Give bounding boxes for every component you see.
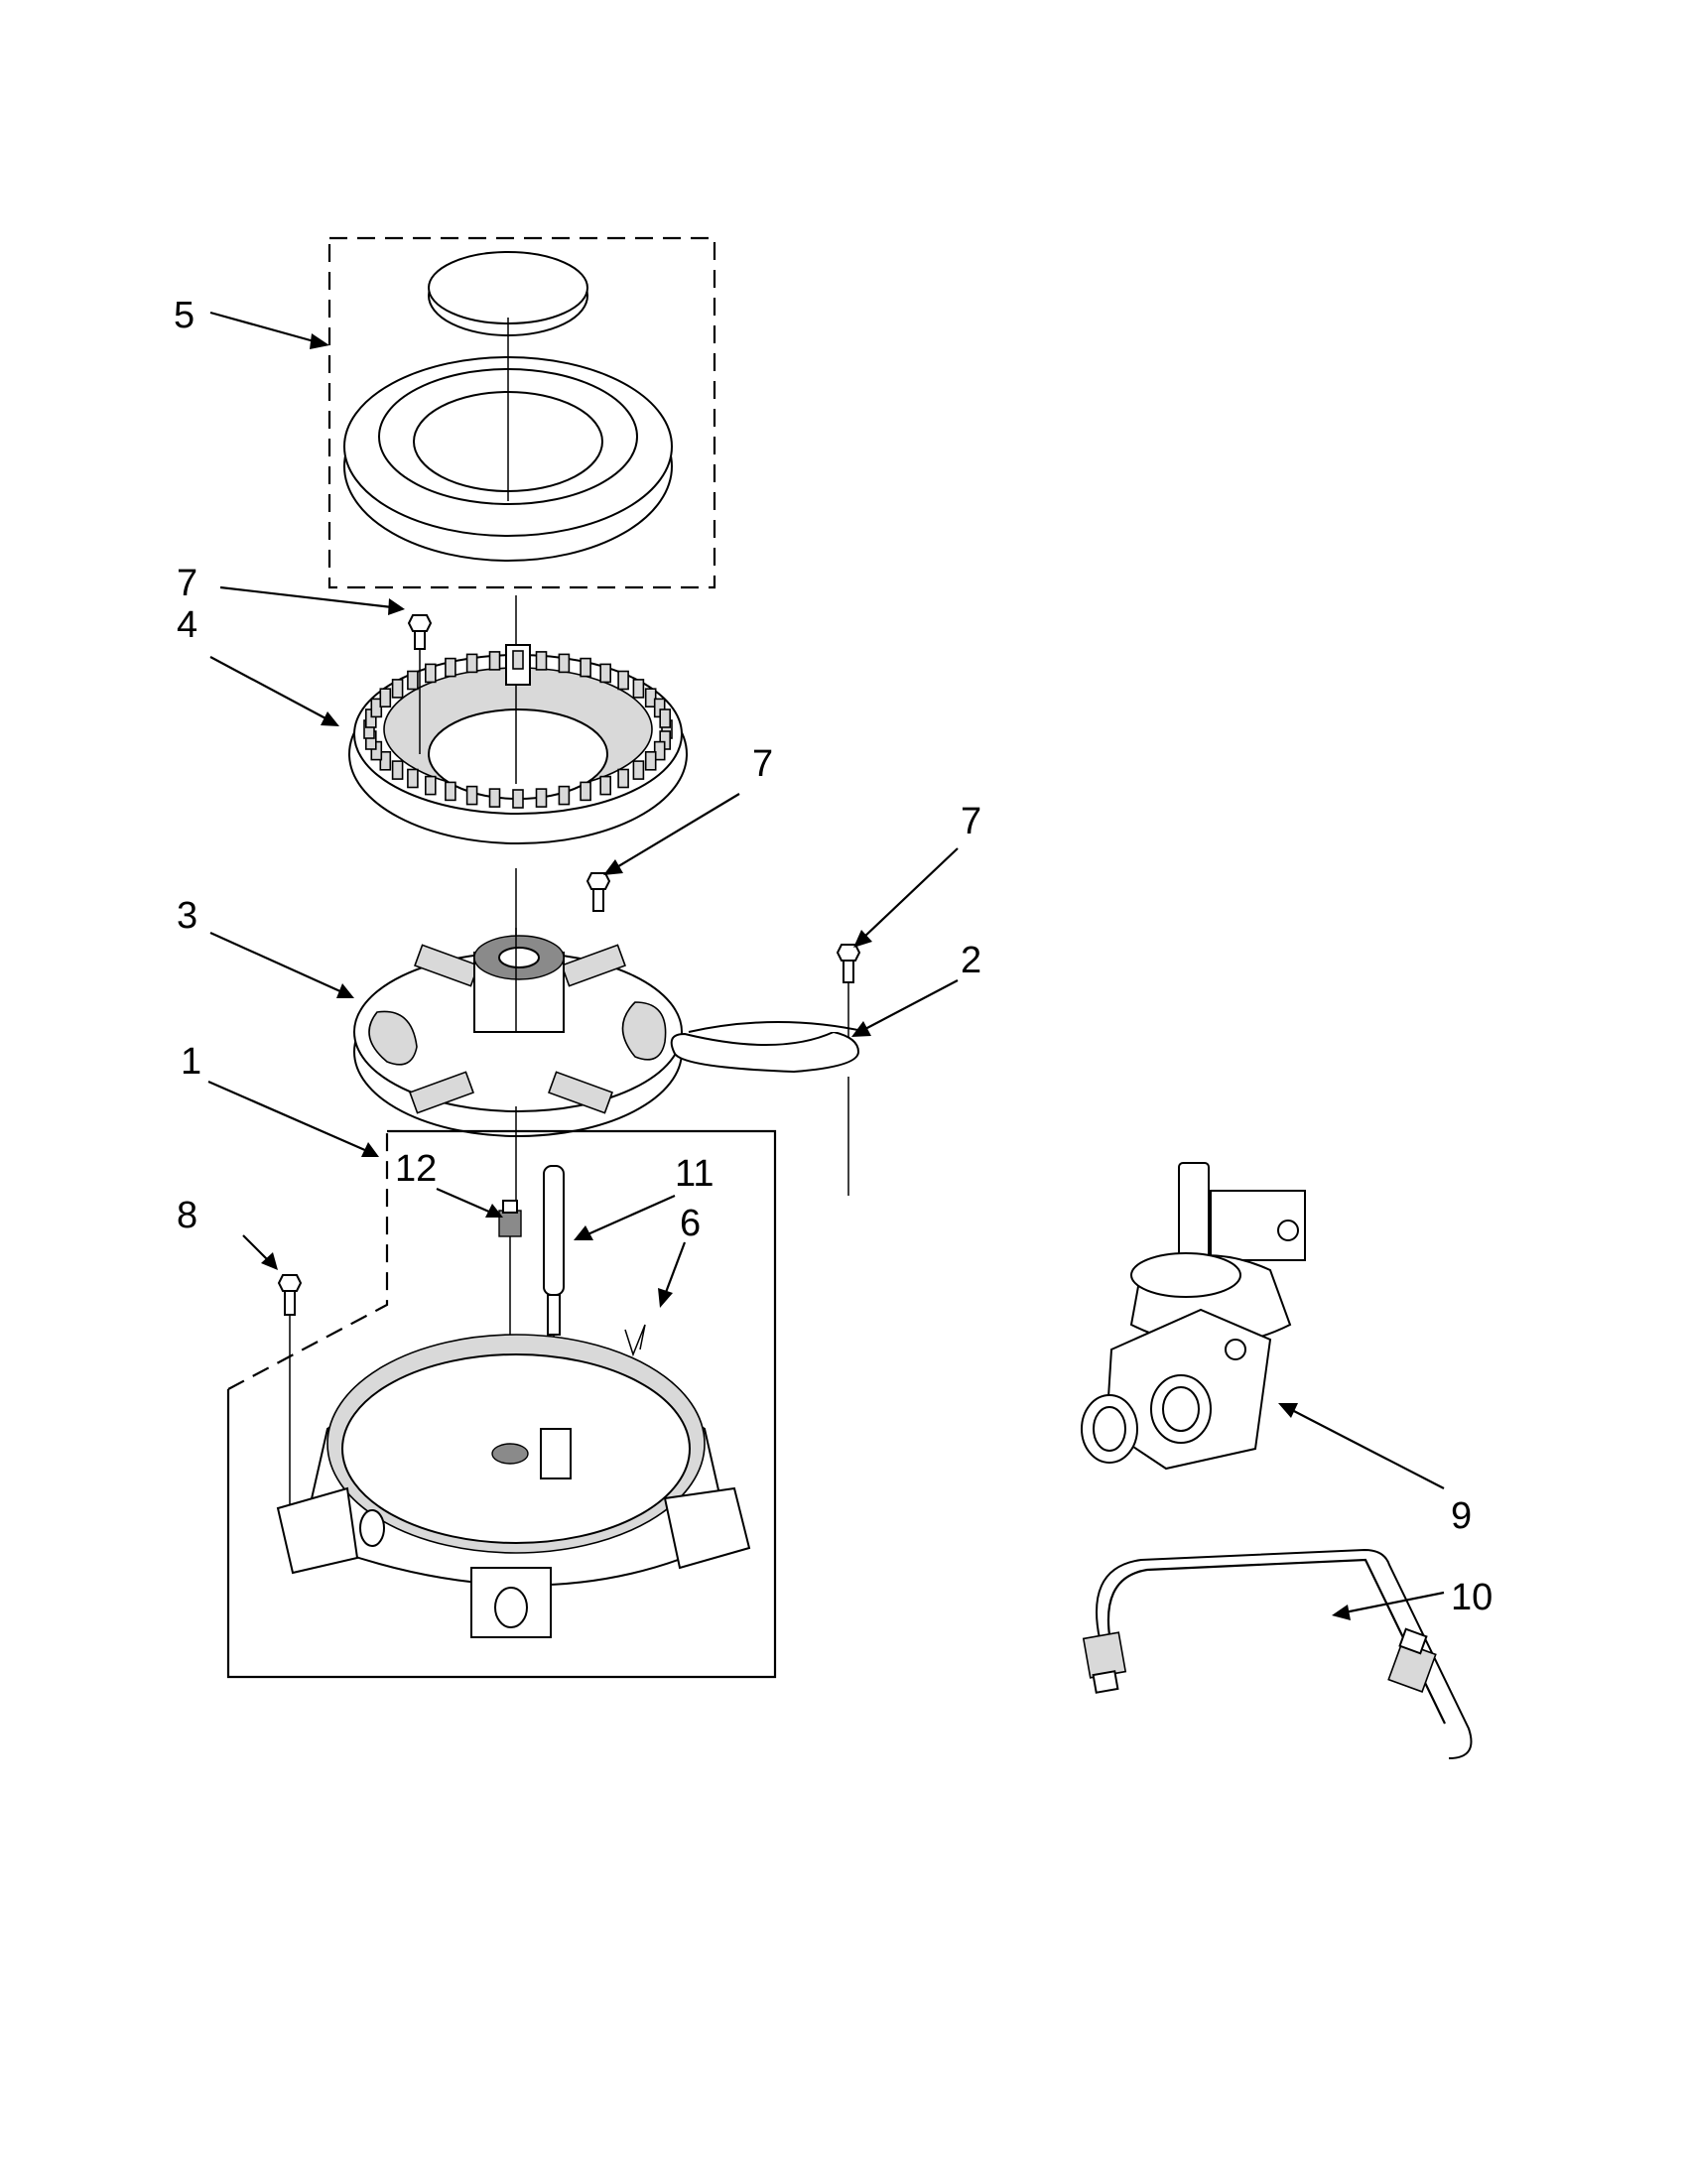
callout-9: 9 [1451,1495,1472,1537]
burner-port [379,688,392,708]
burner-port [379,750,392,771]
callout-3: 3 [177,895,197,937]
part-4-burner-head [348,644,688,844]
burner-port [445,657,456,678]
screw-7-middle [585,872,611,912]
callout-2: 2 [961,940,981,981]
burner-port [488,651,501,671]
burner-port [465,653,478,674]
burner-port [465,785,478,806]
burner-port [617,768,629,789]
callout-4: 4 [177,604,197,646]
burner-port [659,708,672,728]
burner-port [488,788,501,808]
part-5-burner-cap-assembly [327,236,716,589]
burner-port [617,670,629,691]
burner-port [558,785,571,806]
screw-7-top [407,614,433,754]
callout-11: 11 [675,1153,714,1195]
callout-7-right: 7 [961,801,981,842]
callout-1: 1 [181,1041,201,1083]
burner-port [599,663,612,684]
burner-port [391,760,404,780]
part-11-electrode [543,1165,565,1469]
callout-8: 8 [177,1195,197,1236]
burner-port [407,670,419,691]
screw-8 [277,1274,303,1528]
burner-port [644,750,657,771]
leader-lines [207,311,1445,1620]
burner-port [391,679,404,699]
screw-7-right [836,944,861,1196]
burner-port [535,788,548,808]
burner-port [424,663,437,684]
burner-port [512,650,524,670]
burner-ports [363,650,673,809]
burner-port [644,688,657,708]
burner-port [632,760,645,780]
burner-port [407,768,419,789]
part-1-housing [276,1334,751,1638]
part-6-clip [624,1324,646,1357]
callout-12: 12 [395,1148,437,1190]
burner-port [535,651,548,671]
burner-port [599,775,612,796]
callout-6: 6 [680,1203,701,1244]
callout-10: 10 [1451,1577,1493,1618]
callout-7-middle: 7 [752,743,773,785]
part-2-shield [670,1021,868,1074]
burner-port [370,698,383,718]
callout-7-top: 7 [177,563,197,604]
burner-port [445,781,456,802]
part-10-gas-tube [1082,1548,1473,1759]
burner-port [580,657,591,678]
burner-port [512,789,524,809]
burner-port [580,781,591,802]
burner-port [558,653,571,674]
part-3-burner-base [353,928,683,1137]
burner-port [653,740,666,761]
part-9-valve [1081,1162,1306,1471]
callout-5: 5 [174,295,195,336]
burner-port [424,775,437,796]
burner-port [632,679,645,699]
